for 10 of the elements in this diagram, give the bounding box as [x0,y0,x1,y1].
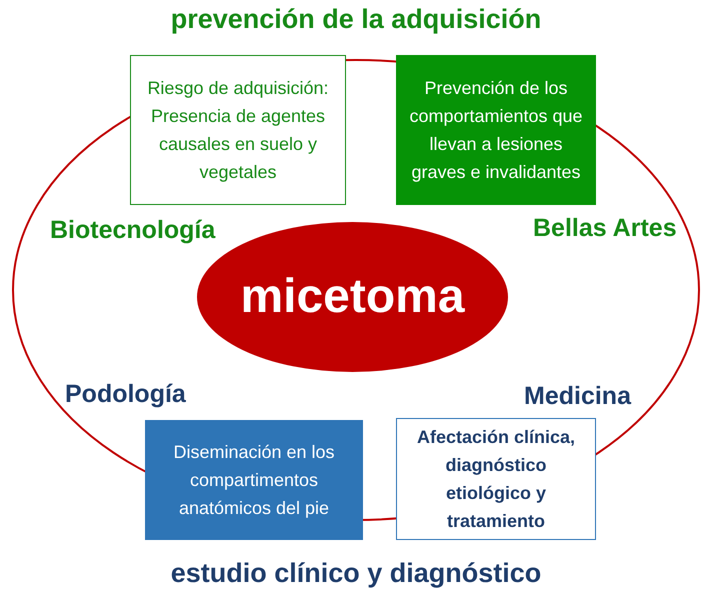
text-box: Diseminación en los compartimentos anatómicos del pie [145,420,363,540]
discipline-label: Biotecnología [50,216,216,245]
discipline-label: Medicina [524,382,631,411]
text-box: Riesgo de adquisición: Presencia de agentes causales en suelo y vegetales [130,55,346,205]
text-box: Prevención de los comportamientos que llevan a lesiones graves e invalidantes [396,55,596,205]
discipline-label: Podología [65,380,186,409]
title: prevención de la adquisición [170,4,542,35]
caption: estudio clínico y diagnóstico [170,558,542,589]
text-box: Afectación clínica, diagnóstico etiológico y tratamiento [396,418,596,540]
discipline-label: Bellas Artes [533,214,677,243]
